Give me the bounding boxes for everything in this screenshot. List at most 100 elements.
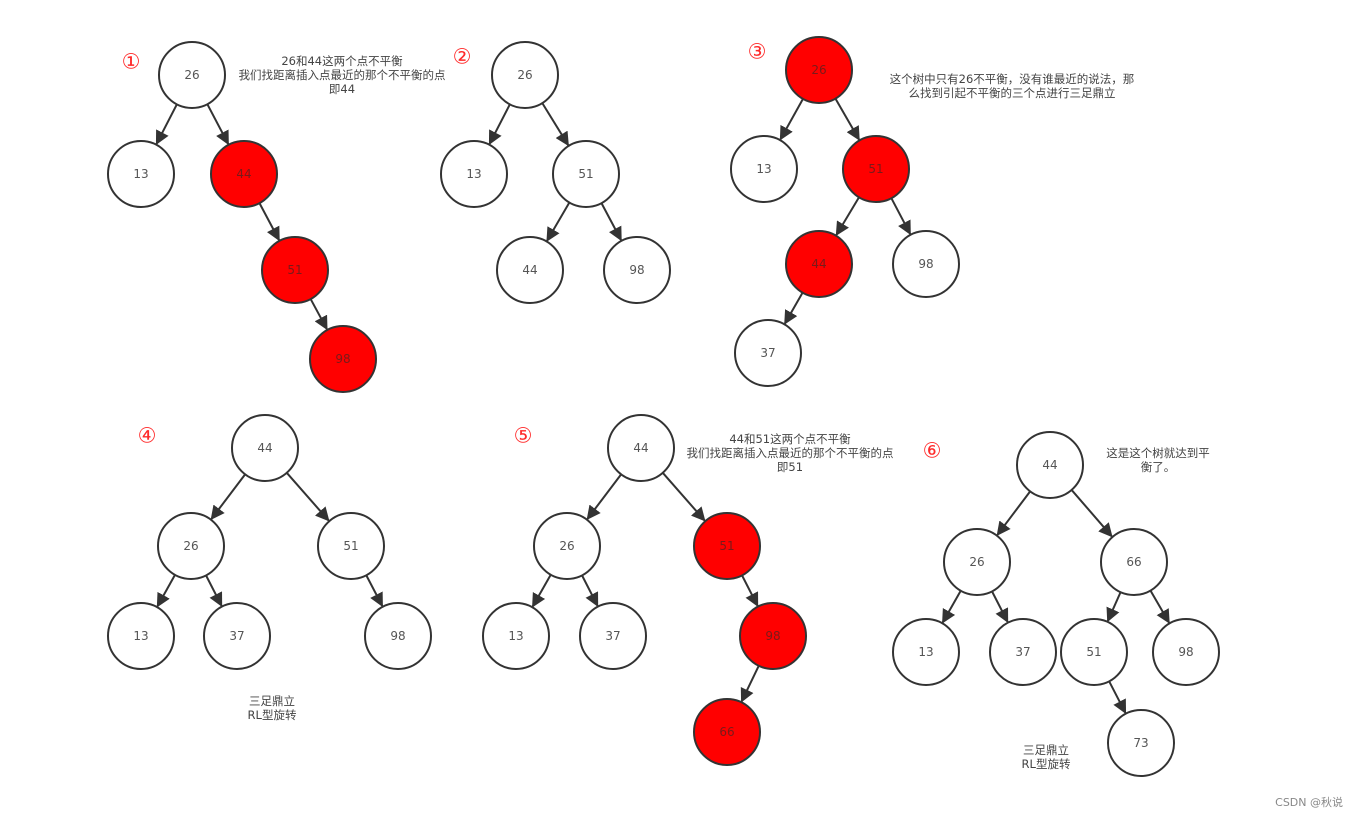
node-circle [693, 698, 761, 766]
step-number-marker: ③ [747, 39, 767, 64]
node-label: 73 [1133, 736, 1148, 750]
tree-node-unbalanced: 98 [739, 602, 807, 670]
node-label: 13 [133, 629, 148, 643]
node-circle [579, 602, 647, 670]
tree-node: 13 [892, 618, 960, 686]
node-label: 26 [559, 539, 574, 553]
edge-arrow [662, 472, 706, 522]
tree-node: 51 [317, 512, 385, 580]
tree-5-edges [531, 472, 760, 703]
edge-arrow [541, 102, 570, 147]
edge-arrow [286, 472, 330, 522]
node-label: 37 [1015, 645, 1030, 659]
node-circle [1152, 618, 1220, 686]
node-label: 37 [760, 346, 775, 360]
step-number-marker: ⑥ [922, 438, 942, 463]
edge-arrow [1149, 590, 1170, 624]
tree-node-unbalanced: 26 [785, 36, 853, 104]
node-circle [943, 528, 1011, 596]
tree-node: 26 [943, 528, 1011, 596]
node-circle [785, 36, 853, 104]
node-label: 37 [229, 629, 244, 643]
node-label: 98 [390, 629, 405, 643]
tree-node: 44 [607, 414, 675, 482]
node-label: 51 [868, 162, 883, 176]
edge-arrow [309, 298, 328, 331]
tree-node-unbalanced: 51 [842, 135, 910, 203]
tree-node: 26 [157, 512, 225, 580]
step-number-marker: ② [452, 44, 472, 69]
tree-node: 37 [579, 602, 647, 670]
tree-node: 44 [1016, 431, 1084, 499]
tree-node: 37 [734, 319, 802, 387]
edge-arrow [365, 574, 384, 608]
tree-node: 98 [364, 602, 432, 670]
annotation-text: 26和44这两个点不平衡 我们找距离插入点最近的那个不平衡的点 即44 [238, 54, 446, 96]
edge-arrow [600, 202, 622, 242]
tree-node: 26 [533, 512, 601, 580]
node-circle [892, 618, 960, 686]
node-circle [364, 602, 432, 670]
node-label: 13 [508, 629, 523, 643]
annotation-text: 三足鼎立 RL型旋转 [247, 694, 297, 722]
step-number-marker: ① [121, 49, 141, 74]
node-circle [210, 140, 278, 208]
tree-node-unbalanced: 51 [261, 236, 329, 304]
tree-node: 98 [1152, 618, 1220, 686]
node-label: 98 [1178, 645, 1193, 659]
edge-arrow [155, 103, 178, 146]
node-label: 44 [236, 167, 251, 181]
node-circle [842, 135, 910, 203]
node-circle [157, 512, 225, 580]
node-label: 13 [133, 167, 148, 181]
tree-node-unbalanced: 44 [210, 140, 278, 208]
edge-arrow [206, 103, 230, 146]
tree-node: 51 [1060, 618, 1128, 686]
node-label: 51 [1086, 645, 1101, 659]
tree-3-edges [779, 98, 912, 325]
node-circle [1107, 709, 1175, 777]
edge-arrow [205, 574, 223, 607]
node-label: 13 [918, 645, 933, 659]
node-circle [203, 602, 271, 670]
tree-node-unbalanced: 98 [309, 325, 377, 393]
tree-node: 98 [603, 236, 671, 304]
node-circle [552, 140, 620, 208]
edge-arrow [740, 665, 760, 703]
node-label: 98 [629, 263, 644, 277]
node-label: 26 [811, 63, 826, 77]
node-label: 66 [1126, 555, 1141, 569]
tree-node: 37 [989, 618, 1057, 686]
node-circle [693, 512, 761, 580]
edge-arrow [1106, 591, 1122, 623]
edge-arrow [779, 98, 804, 141]
node-circle [533, 512, 601, 580]
tree-node: 13 [440, 140, 508, 208]
tree-node-unbalanced: 44 [785, 230, 853, 298]
node-label: 98 [765, 629, 780, 643]
node-circle [317, 512, 385, 580]
edge-arrow [890, 197, 912, 236]
node-circle [892, 230, 960, 298]
node-label: 98 [335, 352, 350, 366]
edge-arrow [581, 574, 599, 607]
node-label: 51 [343, 539, 358, 553]
tree-node-unbalanced: 66 [693, 698, 761, 766]
node-label: 66 [719, 725, 734, 739]
node-label: 44 [811, 257, 826, 271]
node-circle [482, 602, 550, 670]
tree-4-edges [156, 472, 384, 608]
node-circle [261, 236, 329, 304]
node-circle [158, 41, 226, 109]
node-circle [231, 414, 299, 482]
tree-node: 66 [1100, 528, 1168, 596]
node-label: 51 [578, 167, 593, 181]
node-label: 37 [605, 629, 620, 643]
